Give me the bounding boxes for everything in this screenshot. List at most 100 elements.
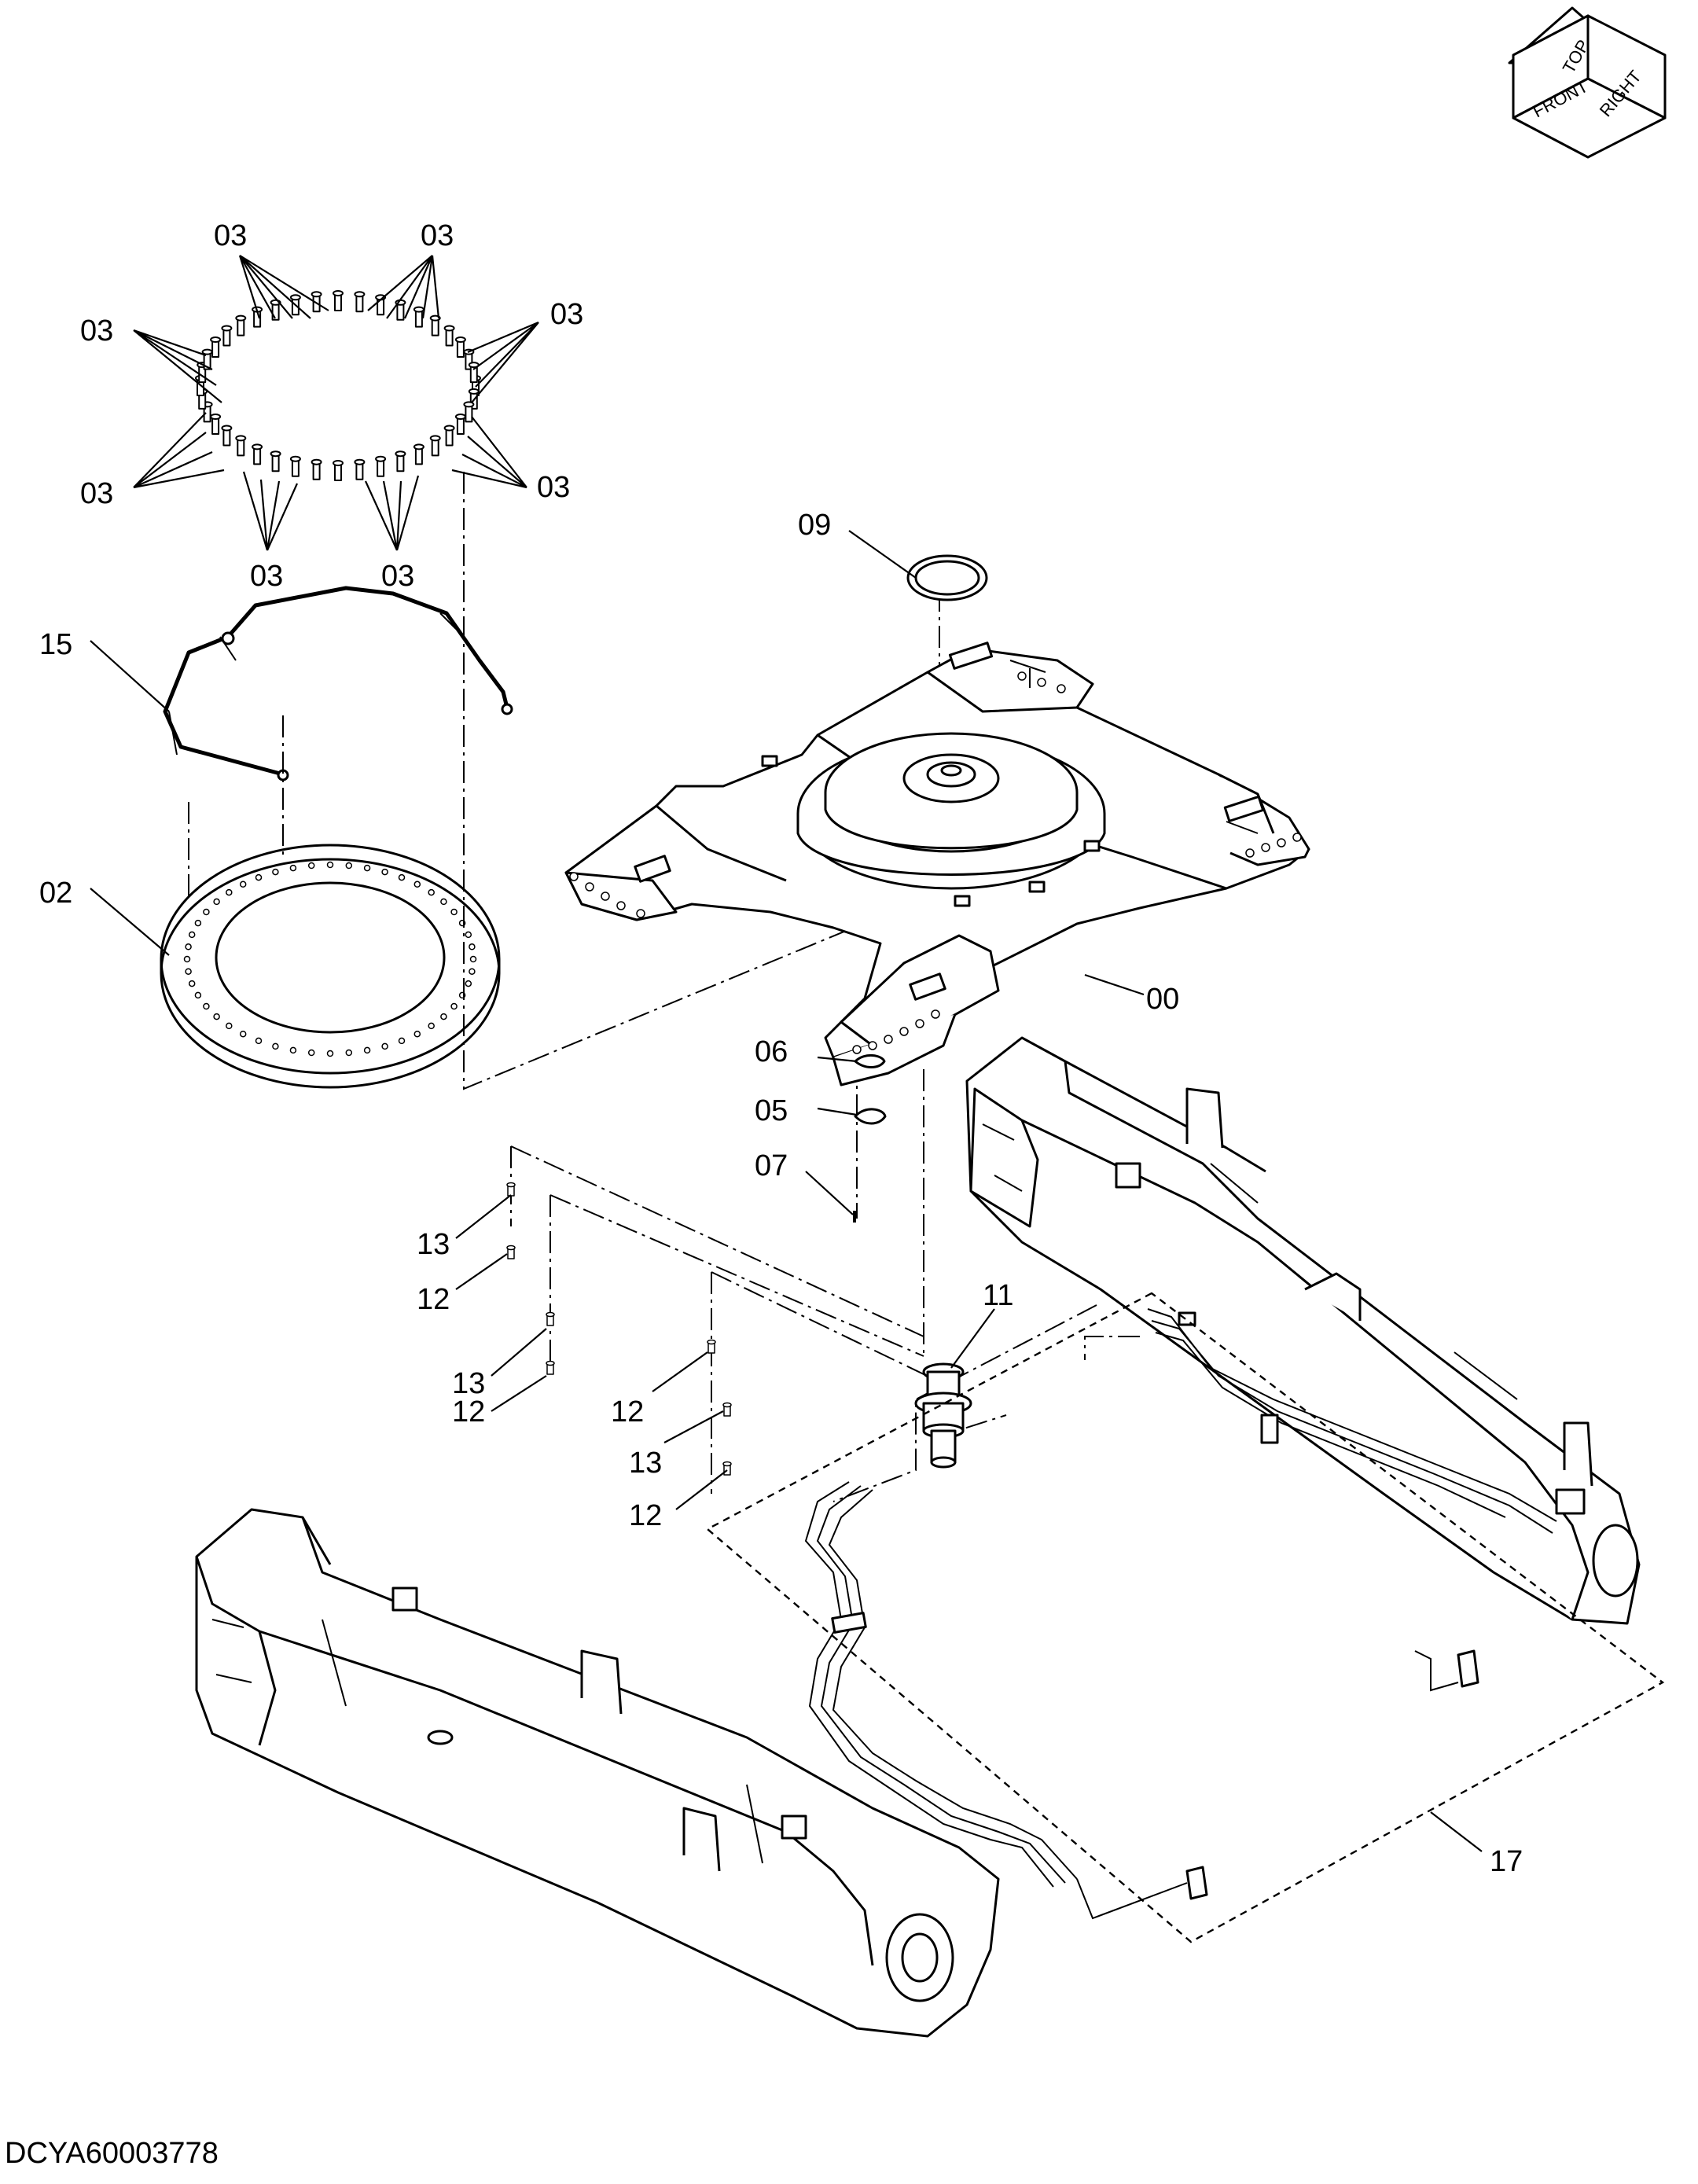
bearing-hole <box>465 980 472 987</box>
frame-hole <box>915 1019 924 1028</box>
fitting-12 <box>546 1360 555 1375</box>
frame-holes <box>569 671 1302 1054</box>
frame-hole <box>1017 671 1027 681</box>
hose-assembly-boundary <box>705 1292 1665 1943</box>
bearing-hole <box>203 908 210 916</box>
bearing-hole <box>188 931 196 939</box>
label-03-h: 03 <box>381 560 414 593</box>
bearing-hole <box>239 881 247 888</box>
bearing-hole <box>255 873 263 881</box>
callout-labels: 03 03 03 03 03 03 03 03 09 15 02 00 06 0… <box>39 219 1523 1878</box>
bolt <box>454 336 466 358</box>
fittings-12-13 <box>506 1182 732 1476</box>
fitting-12 <box>722 1402 732 1417</box>
frame-hole <box>868 1041 877 1050</box>
frame-hole <box>1292 833 1302 842</box>
bearing-hole <box>398 873 406 881</box>
bolt <box>270 450 281 472</box>
bearing-hole <box>469 943 476 950</box>
bolt <box>375 455 387 477</box>
label-03-g: 03 <box>250 560 283 593</box>
frame-hole <box>1037 678 1046 687</box>
label-17: 17 <box>1490 1845 1523 1878</box>
bearing-hole <box>183 955 191 963</box>
frame-hole <box>601 892 610 901</box>
frame-hole <box>1245 848 1255 858</box>
bolt <box>221 425 233 447</box>
bolt <box>311 458 322 480</box>
label-06: 06 <box>755 1035 788 1068</box>
frame-hole <box>852 1045 862 1054</box>
upper-frame-00 <box>564 642 1310 1086</box>
label-11: 11 <box>983 1279 1013 1312</box>
bearing-hole <box>326 1050 334 1057</box>
bearing-hole <box>381 1042 388 1050</box>
bearing-hole <box>226 888 233 896</box>
label-03-e: 03 <box>80 477 113 510</box>
bolt-leader-lines <box>133 255 539 551</box>
center-joint-11 <box>914 1362 972 1469</box>
left-track-frame <box>195 1508 1000 2038</box>
bolt <box>443 325 455 347</box>
label-05: 05 <box>755 1094 788 1127</box>
frame-hole <box>1261 843 1270 852</box>
label-leader-lines <box>90 530 1483 1852</box>
bolt <box>210 414 222 435</box>
swing-bearing-02 <box>160 844 501 1089</box>
frame-hole <box>1277 838 1286 847</box>
frame-hole <box>931 1009 940 1019</box>
label-03-a: 03 <box>214 219 247 252</box>
label-09: 09 <box>798 509 831 542</box>
bearing-hole <box>428 1022 435 1030</box>
label-13-b: 13 <box>452 1367 485 1400</box>
bolt <box>289 455 301 477</box>
frame-hole <box>1057 684 1066 693</box>
bolt <box>210 336 222 358</box>
bearing-hole <box>413 1030 421 1038</box>
bearing-hole <box>307 1049 315 1057</box>
bearing-hole <box>469 968 476 975</box>
bearing-hole <box>226 1022 233 1030</box>
bearing-hole <box>363 864 371 872</box>
bearing-hole <box>194 991 202 999</box>
bearing-hole <box>428 888 435 896</box>
seal-ring-09 <box>906 554 988 601</box>
label-13-c: 13 <box>629 1447 662 1480</box>
fitting-13 <box>506 1182 516 1197</box>
bearing-hole <box>345 862 353 870</box>
bolt <box>443 425 455 447</box>
bearing-hole <box>272 1042 279 1050</box>
bearing-hole <box>185 968 192 975</box>
frame-hole <box>636 909 645 918</box>
bearing-hole <box>307 862 315 870</box>
bolt <box>468 362 480 384</box>
bolt <box>333 290 344 311</box>
label-15: 15 <box>39 628 72 661</box>
fitting-13 <box>722 1461 732 1476</box>
fitting-13 <box>707 1339 716 1354</box>
bearing-hole <box>326 861 334 869</box>
label-12-b: 12 <box>452 1395 485 1428</box>
small-parts-06-05-07 <box>853 1054 887 1223</box>
label-12-d: 12 <box>629 1499 662 1532</box>
bolt <box>413 443 424 465</box>
bearing-hole <box>194 919 202 927</box>
bolt <box>429 435 441 457</box>
bolt <box>252 443 263 465</box>
bearing-hole <box>398 1037 406 1045</box>
bearing-hole <box>345 1049 353 1057</box>
frame-hole <box>616 901 626 910</box>
frame-hole <box>569 872 579 881</box>
bolt <box>413 306 424 328</box>
bolt <box>354 291 366 313</box>
grease-line-15 <box>163 586 513 781</box>
bearing-hole <box>213 1013 220 1020</box>
mounting-bolt-ring <box>195 290 481 481</box>
bearing-hole <box>465 931 472 939</box>
label-00: 00 <box>1146 983 1179 1016</box>
bearing-hole <box>440 1013 447 1020</box>
right-track-frame <box>965 1036 1641 1625</box>
bolt <box>463 401 475 423</box>
bolt <box>221 325 233 347</box>
